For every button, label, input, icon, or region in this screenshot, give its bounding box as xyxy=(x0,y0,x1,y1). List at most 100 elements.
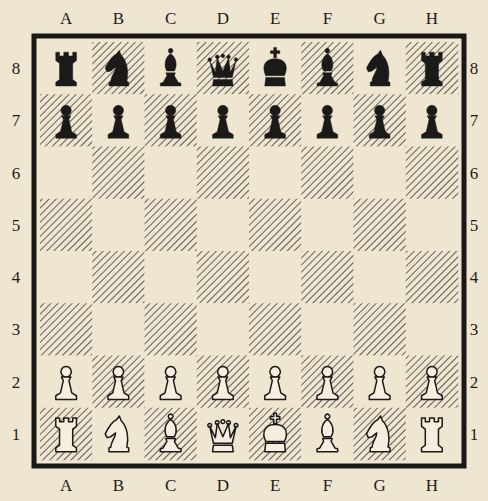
board-square xyxy=(197,147,250,200)
white-piece xyxy=(105,416,129,452)
black-piece xyxy=(56,105,77,138)
board-frame xyxy=(34,36,464,466)
board-square xyxy=(406,199,459,252)
board-square xyxy=(249,408,302,461)
black-piece xyxy=(56,52,77,86)
white-piece xyxy=(369,367,390,400)
file-letter: C xyxy=(165,477,176,494)
board-square xyxy=(92,303,145,356)
board-square xyxy=(406,251,459,304)
black-piece xyxy=(366,50,390,86)
board-square xyxy=(249,147,302,200)
board-square xyxy=(301,408,354,461)
board-square xyxy=(301,147,354,200)
board-square xyxy=(354,251,407,304)
file-letter: H xyxy=(426,10,438,27)
rank-number: 5 xyxy=(12,216,21,233)
board-square xyxy=(301,42,354,95)
black-piece xyxy=(422,105,443,138)
board-square xyxy=(197,356,250,409)
black-piece xyxy=(317,48,338,86)
board-square xyxy=(197,42,250,95)
white-piece xyxy=(264,413,286,452)
board-square xyxy=(249,199,302,252)
rank-number: 2 xyxy=(12,373,21,390)
board-square xyxy=(406,356,459,409)
board-square xyxy=(197,199,250,252)
board-square xyxy=(301,94,354,147)
rank-number: 6 xyxy=(12,164,21,181)
file-letter: E xyxy=(270,10,280,27)
board-square xyxy=(92,356,145,409)
board-square xyxy=(40,94,93,147)
black-piece xyxy=(105,50,129,86)
board-square xyxy=(354,356,407,409)
white-piece xyxy=(213,367,234,400)
board-square xyxy=(406,303,459,356)
board-square xyxy=(145,199,198,252)
black-piece xyxy=(422,52,443,86)
white-piece xyxy=(366,416,390,452)
board-square xyxy=(40,199,93,252)
white-piece xyxy=(317,367,338,400)
rank-number: 3 xyxy=(12,321,21,338)
board-square xyxy=(145,42,198,95)
board-square xyxy=(92,251,145,304)
board-square xyxy=(249,42,302,95)
board-square xyxy=(301,251,354,304)
black-piece xyxy=(265,105,286,138)
board-square xyxy=(145,356,198,409)
board-square xyxy=(145,303,198,356)
board-square xyxy=(406,408,459,461)
board-square xyxy=(145,251,198,304)
file-letter: G xyxy=(373,477,385,494)
rank-number: 4 xyxy=(470,269,479,286)
board-square xyxy=(197,94,250,147)
board-square xyxy=(92,199,145,252)
board-square xyxy=(145,408,198,461)
black-piece xyxy=(317,105,338,138)
rank-number: 4 xyxy=(12,269,21,286)
rank-number: 1 xyxy=(12,425,21,442)
file-letter: H xyxy=(426,477,438,494)
board-square xyxy=(40,42,93,95)
board-square xyxy=(92,42,145,95)
white-piece xyxy=(265,367,286,400)
white-piece xyxy=(108,367,129,400)
rank-number: 7 xyxy=(12,112,21,129)
white-piece xyxy=(317,414,338,452)
board-square xyxy=(354,42,407,95)
rank-number: 7 xyxy=(470,112,479,129)
rank-number: 5 xyxy=(470,216,479,233)
white-piece xyxy=(208,420,238,452)
file-letter: B xyxy=(113,477,124,494)
black-piece xyxy=(160,48,181,86)
file-letter: F xyxy=(323,10,332,27)
board-square xyxy=(40,356,93,409)
file-letter: E xyxy=(270,477,280,494)
board-square xyxy=(40,408,93,461)
black-piece xyxy=(369,105,390,138)
file-letter: D xyxy=(217,10,229,27)
file-letter: B xyxy=(113,10,124,27)
white-piece xyxy=(422,418,443,452)
board-square xyxy=(301,303,354,356)
board-square xyxy=(92,147,145,200)
board-square xyxy=(92,94,145,147)
white-piece xyxy=(56,418,77,452)
chess-pieces xyxy=(56,47,442,451)
white-piece xyxy=(160,414,181,452)
black-piece xyxy=(160,105,181,138)
black-piece xyxy=(264,47,286,86)
file-letter: A xyxy=(60,477,72,494)
black-piece xyxy=(108,105,129,138)
board-square xyxy=(354,408,407,461)
board-square xyxy=(301,199,354,252)
black-piece xyxy=(208,54,238,86)
board-square xyxy=(354,94,407,147)
board-square xyxy=(354,303,407,356)
board-square xyxy=(249,251,302,304)
board-square xyxy=(249,94,302,147)
board-square xyxy=(197,251,250,304)
